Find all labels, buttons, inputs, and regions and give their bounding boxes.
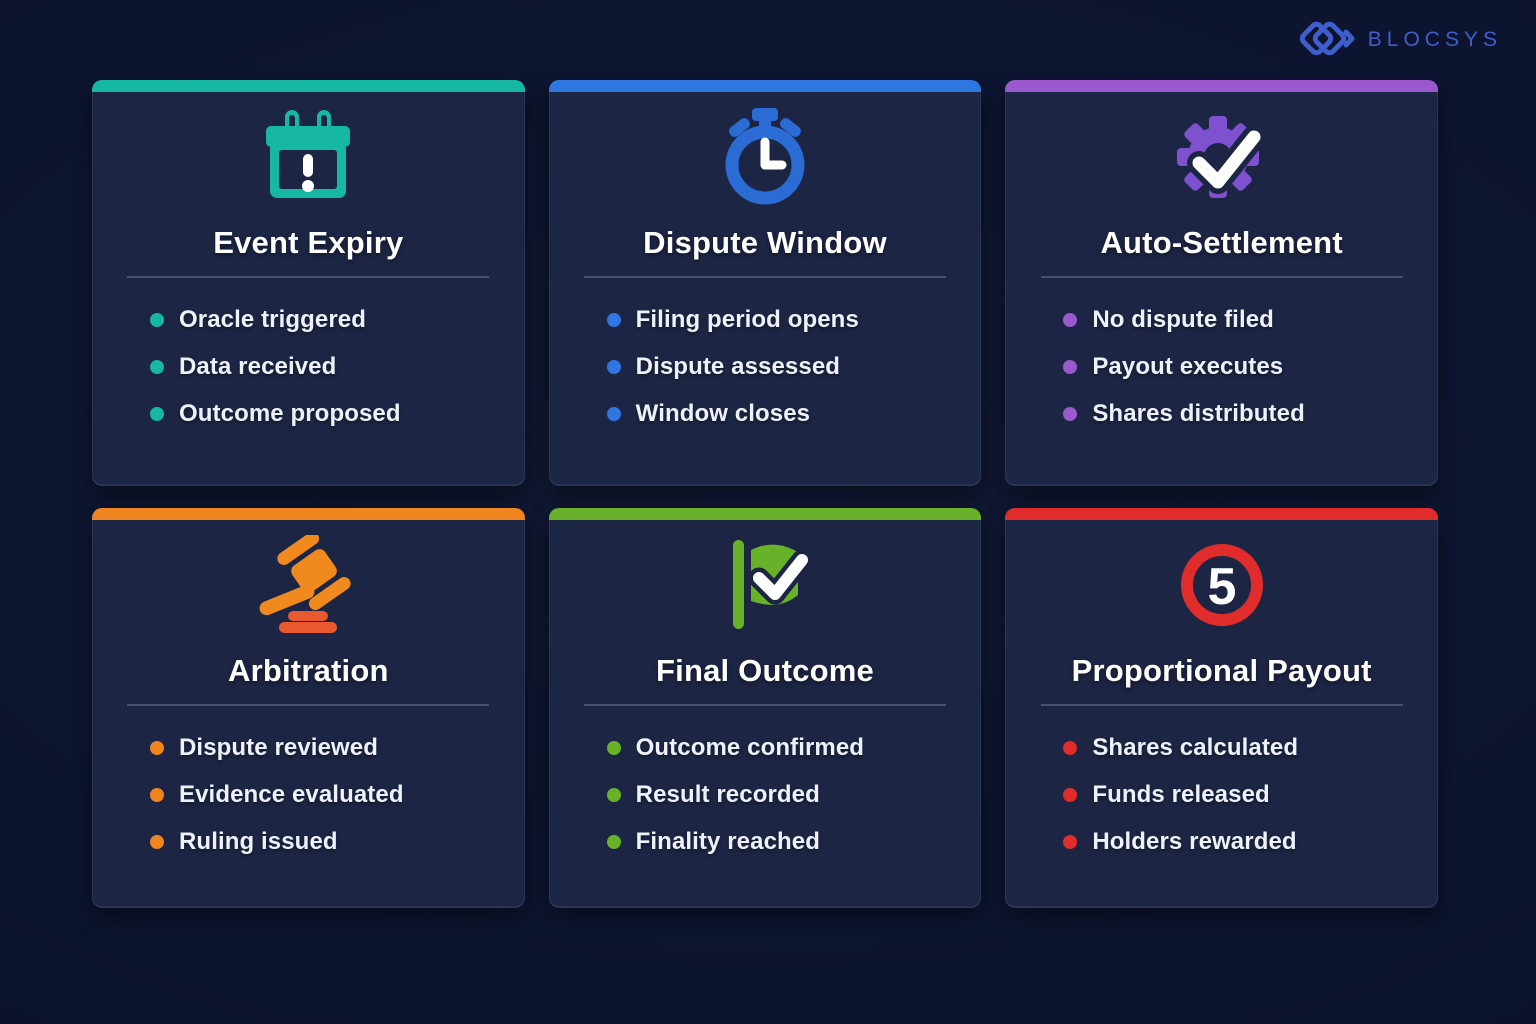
bullet-item: Window closes — [606, 399, 951, 428]
bullet-dot — [150, 740, 164, 755]
card-bullet-list: No dispute filed Payout executes Shares … — [1006, 306, 1437, 428]
blocsys-logo-icon — [1299, 21, 1355, 56]
bullet-text: Finality reached — [635, 827, 820, 855]
card-arbitration: Arbitration Dispute reviewed Evidence ev… — [92, 508, 525, 908]
card-event-expiry: Event Expiry Oracle triggered Data recei… — [92, 80, 525, 486]
bullet-item: No dispute filed — [1063, 306, 1407, 334]
bullet-item: Dispute reviewed — [150, 734, 494, 762]
bullet-item: Shares distributed — [1063, 400, 1407, 428]
card-accent-bar — [1005, 508, 1438, 520]
bullet-text: Data received — [179, 352, 337, 380]
card-accent-bar — [548, 80, 982, 92]
card-bullet-list: Dispute reviewed Evidence evaluated Ruli… — [93, 734, 524, 856]
card-auto-settlement: Auto-Settlement No dispute filed Payout … — [1005, 80, 1438, 486]
bullet-text: No dispute filed — [1092, 305, 1274, 333]
card-title: Arbitration — [228, 653, 389, 688]
card-accent-bar — [548, 508, 982, 520]
bullet-item: Ruling issued — [150, 828, 494, 856]
card-bullet-list: Shares calculated Funds released Holders… — [1006, 734, 1437, 856]
number-5-label: 5 — [1207, 558, 1236, 616]
bullet-text: Evidence evaluated — [179, 780, 404, 808]
bullet-item: Outcome proposed — [150, 400, 494, 428]
card-accent-bar — [92, 508, 525, 520]
gavel-icon — [93, 535, 524, 635]
gear-check-icon — [1006, 107, 1437, 207]
bullet-item: Filing period opens — [606, 305, 951, 334]
bullet-text: Dispute reviewed — [179, 733, 379, 761]
bullet-item: Evidence evaluated — [150, 781, 494, 809]
bullet-dot — [1063, 406, 1078, 421]
bullet-item: Funds released — [1063, 781, 1407, 809]
bullet-dot — [150, 359, 164, 374]
bullet-dot — [606, 834, 621, 849]
bullet-text: Filing period opens — [635, 305, 859, 333]
number-5-circle-icon: 5 — [1006, 535, 1437, 635]
card-title: Proportional Payout — [1071, 653, 1372, 688]
bullet-dot — [150, 834, 164, 849]
card-title: Final Outcome — [656, 653, 874, 688]
bullet-dot — [606, 740, 621, 755]
bullet-dot — [606, 312, 621, 327]
bullet-text: Outcome confirmed — [635, 733, 865, 761]
bullet-text: Oracle triggered — [179, 305, 367, 333]
card-title: Auto-Settlement — [1100, 225, 1343, 260]
bullet-text: Payout executes — [1092, 352, 1284, 380]
bullet-text: Funds released — [1092, 780, 1270, 808]
bullet-dot — [1063, 834, 1078, 849]
bullet-text: Shares calculated — [1092, 733, 1299, 761]
card-final-outcome: Final Outcome Outcome confirmed Result r… — [548, 508, 982, 908]
calendar-alert-icon — [93, 107, 524, 207]
bullet-text: Ruling issued — [179, 827, 338, 855]
card-divider — [127, 703, 490, 706]
bullet-item: Holders rewarded — [1063, 828, 1407, 856]
bullet-dot — [150, 406, 164, 421]
card-accent-bar — [1005, 80, 1438, 92]
bullet-dot — [150, 312, 164, 327]
bullet-dot — [1063, 787, 1078, 802]
bullet-text: Holders rewarded — [1092, 827, 1297, 855]
card-divider — [584, 275, 946, 278]
bullet-item: Dispute assessed — [606, 352, 951, 381]
card-bullet-list: Filing period opens Dispute assessed Win… — [550, 306, 981, 428]
bullet-item: Shares calculated — [1063, 734, 1407, 762]
bullet-dot — [606, 359, 621, 374]
bullet-item: Outcome confirmed — [606, 733, 951, 762]
bullet-item: Payout executes — [1063, 353, 1407, 381]
bullet-dot — [606, 787, 621, 802]
bullet-dot — [1063, 312, 1078, 327]
brand-name: BLOCSYS — [1367, 28, 1502, 51]
card-accent-bar — [92, 80, 525, 92]
bullet-dot — [606, 406, 621, 421]
bullet-item: Data received — [150, 353, 494, 381]
bullet-text: Result recorded — [635, 780, 820, 808]
card-title: Dispute Window — [643, 225, 887, 260]
bullet-item: Oracle triggered — [150, 306, 494, 334]
card-bullet-list: Outcome confirmed Result recorded Finali… — [550, 734, 981, 856]
card-bullet-list: Oracle triggered Data received Outcome p… — [93, 306, 524, 428]
bullet-text: Dispute assessed — [635, 352, 841, 380]
card-divider — [1040, 275, 1403, 278]
card-divider — [1040, 703, 1403, 706]
bullet-text: Window closes — [635, 399, 811, 427]
card-divider — [584, 703, 946, 706]
brand-logo: BLOCSYS — [1297, 16, 1502, 64]
cards-grid: Event Expiry Oracle triggered Data recei… — [92, 80, 1438, 908]
card-title: Event Expiry — [213, 225, 404, 260]
bullet-text: Outcome proposed — [179, 399, 401, 427]
card-proportional-payout: 5 Proportional Payout Shares calculated … — [1005, 508, 1438, 908]
card-divider — [127, 275, 490, 278]
card-dispute-window: Dispute Window Filing period opens Dispu… — [548, 80, 982, 486]
bullet-dot — [1063, 359, 1078, 374]
bullet-text: Shares distributed — [1092, 399, 1305, 427]
flag-check-icon — [550, 535, 981, 635]
bullet-dot — [1063, 740, 1078, 755]
bullet-item: Finality reached — [606, 827, 951, 856]
bullet-item: Result recorded — [606, 780, 951, 809]
stopwatch-icon — [550, 107, 981, 207]
bullet-dot — [150, 787, 164, 802]
